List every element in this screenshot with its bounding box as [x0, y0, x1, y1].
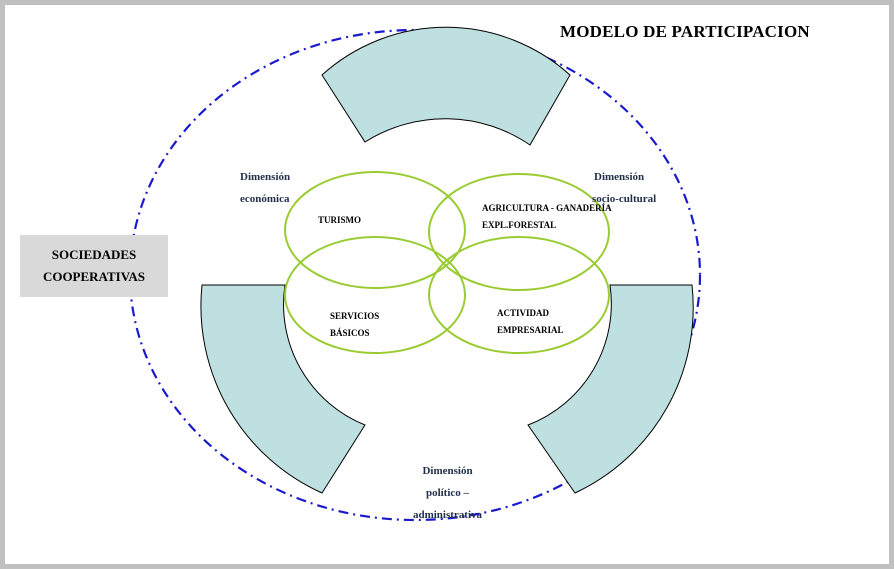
dimension-politico-line3: administrativa	[412, 509, 483, 521]
dimension-economica-line1: Dimensión	[240, 171, 291, 183]
dimension-politico-label: Dimensión político – administrativa	[400, 460, 495, 526]
dimension-politico-line2: político –	[425, 487, 470, 499]
servicios-circle	[284, 236, 466, 354]
sociedades-cooperativas-box: SOCIEDADES COOPERATIVAS	[20, 235, 168, 297]
agricultura-label: AGRICULTURA - GANADERÍA EXPL.FORESTAL	[482, 200, 612, 234]
agricultura-line2: EXPL.FORESTAL	[482, 220, 557, 230]
top-arc-segment	[321, 26, 571, 146]
dimension-socio-cultural-line1: Dimensión	[594, 171, 645, 183]
actividad-label: ACTIVIDAD EMPRESARIAL	[497, 305, 564, 339]
dimension-economica-line2: económica	[240, 193, 290, 205]
left-arc-segment	[200, 284, 366, 494]
participation-ellipse	[128, 28, 702, 522]
actividad-line2: EMPRESARIAL	[497, 325, 564, 335]
actividad-circle	[428, 236, 610, 354]
agricultura-line1: AGRICULTURA - GANADERÍA	[482, 203, 612, 213]
actividad-line1: ACTIVIDAD	[497, 308, 550, 318]
dimension-socio-cultural-line2: socio-cultural	[592, 193, 657, 205]
agricultura-circle	[428, 173, 610, 291]
sociedades-line2: COOPERATIVAS	[42, 269, 146, 284]
sociedades-line1: SOCIEDADES	[51, 247, 137, 262]
servicios-line2: BÁSICOS	[330, 328, 370, 338]
servicios-line1: SERVICIOS	[330, 311, 380, 321]
right-arc-segment	[527, 284, 694, 494]
turismo-circle	[284, 171, 466, 289]
dimension-politico-line1: Dimensión	[422, 465, 473, 477]
turismo-label: TURISMO	[318, 215, 362, 225]
diagram-title: MODELO DE PARTICIPACION	[560, 22, 810, 41]
dimension-economica-label: Dimensión económica	[240, 166, 290, 210]
servicios-label: SERVICIOS BÁSICOS	[330, 308, 379, 342]
dimension-socio-cultural-label: Dimensión socio-cultural	[592, 166, 656, 210]
